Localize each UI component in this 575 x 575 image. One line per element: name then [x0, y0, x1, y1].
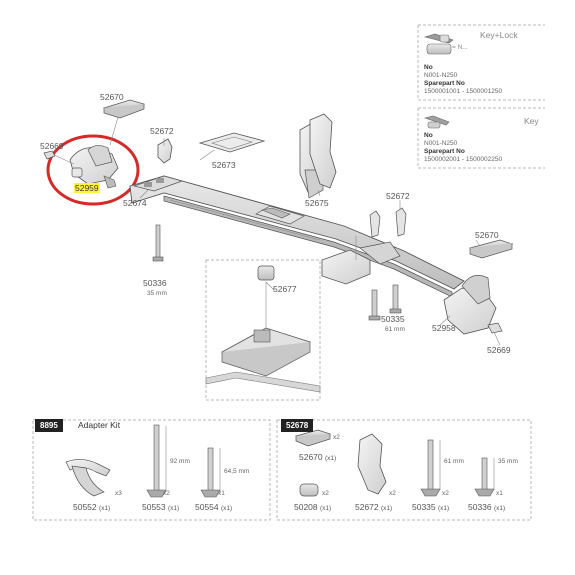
kit-52678-holder-part-qty: (x1): [381, 505, 393, 512]
highlight-circle: [46, 134, 140, 206]
label-52959: 52959: [74, 183, 100, 193]
kit-52678-len-61: 61 mm: [444, 458, 464, 465]
kit-52678-bolt61-number: 50335: [412, 502, 436, 512]
leader-lines: [139, 138, 501, 346]
key-no-label: No: [424, 132, 433, 139]
kit-52678-strap-part-qty: (x1): [325, 455, 337, 462]
kit-52678-strap-part: 52670 (x1): [299, 452, 336, 464]
label-52669-left: 52669: [40, 141, 64, 151]
kit-8895-part-3: 50554 (x1): [195, 502, 232, 514]
label-52670-top: 52670: [100, 92, 124, 102]
kit-8895-len-92: 92 mm: [170, 458, 190, 465]
kit-52678-holder-part: 52672 (x1): [355, 502, 392, 514]
key-lock-no-label: No: [424, 64, 433, 71]
kit-8895-qty-2: x2: [163, 490, 170, 497]
kit-52678-len-35: 35 mm: [498, 458, 518, 465]
holder-52672-drawing: [157, 138, 173, 164]
main-frame-drawing: [129, 121, 465, 298]
kit-8895-qty-1: x3: [115, 490, 122, 497]
key-box: [417, 107, 545, 169]
label-50336: 50336: [143, 278, 167, 288]
key-lock-icon: [423, 33, 454, 55]
kit-52678-bolt35-part: 50336 (x1): [468, 502, 505, 514]
holder-52675-drawing: [309, 113, 337, 189]
kit-8895-len-64: 64,5 mm: [224, 468, 250, 475]
label-52958: 52958: [432, 323, 456, 333]
kit-8895-part-1-number: 50552: [73, 502, 97, 512]
clamp-52958-drawing: [443, 239, 514, 335]
key-lock-equals: = N...: [452, 44, 468, 51]
label-52672-top: 52672: [150, 126, 174, 136]
kit-8895-part-1: 50552 (x1): [73, 502, 110, 514]
bolt-50336-drawing: [152, 224, 164, 262]
kit-52678-holder-number: 52672: [355, 502, 379, 512]
key-lock-no-value: N001-N250: [424, 72, 458, 79]
kit-52678-screw-part-qty: (x1): [320, 505, 332, 512]
key-no-value: N001-N250: [424, 140, 458, 147]
clamp-52959-drawing: [69, 145, 119, 189]
kit-8895-tag: 8895: [35, 419, 63, 432]
label-52670-right: 52670: [475, 230, 499, 240]
key-icon: [423, 115, 450, 129]
label-50335: 50335: [381, 314, 405, 324]
label-52674: 52674: [123, 198, 147, 208]
label-52672-right: 52672: [386, 191, 410, 201]
label-50336-size: 35 mm: [147, 290, 167, 297]
kit-52678-strap-number: 52670: [299, 452, 323, 462]
label-52669-right: 52669: [487, 345, 511, 355]
label-52673: 52673: [212, 160, 236, 170]
holder-52672-right-drawing: [369, 207, 407, 238]
key-title: Key: [524, 116, 539, 126]
key-spare-label: Sparepart No: [424, 148, 465, 155]
kit-52678-box: [276, 419, 532, 521]
kit-8895-part-3-number: 50554: [195, 502, 219, 512]
kit-52678-tag: 52678: [281, 419, 314, 432]
bolts-50335-drawing: [368, 284, 402, 321]
label-52677: 52677: [273, 284, 297, 294]
kit-8895-qty-3: x1: [218, 490, 225, 497]
kit-8895-parts: [65, 424, 221, 498]
kit-8895-part-3-qty: (x1): [221, 505, 233, 512]
kit-52678-holder-qty: x2: [389, 490, 396, 497]
label-50335-size: 61 mm: [385, 326, 405, 333]
strap-52670-drawing: [102, 99, 146, 146]
kit-52678-bolt35-number: 50336: [468, 502, 492, 512]
kit-8895-part-2-qty: (x1): [168, 505, 180, 512]
kit-52678-parts: [294, 429, 495, 497]
kit-8895-title: Adapter Kit: [78, 420, 121, 430]
kit-52678-screw-part: 50208 (x1): [294, 502, 331, 514]
plate-52673-drawing: [198, 132, 266, 153]
kit-52678-strap-qty: x2: [333, 434, 340, 441]
key-lock-spare-label: Sparepart No: [424, 80, 465, 87]
label-52675: 52675: [305, 198, 329, 208]
kit-52678-bolt61-qty: x2: [442, 490, 449, 497]
key-spare-value: 1500002001 - 1500002250: [424, 156, 503, 163]
key-lock-title: Key+Lock: [480, 30, 518, 40]
kit-52678-bolt61-part-qty: (x1): [438, 505, 450, 512]
kit-52678-bolt61-part: 50335 (x1): [412, 502, 449, 514]
kit-52678-screw-qty: x2: [322, 490, 329, 497]
kit-52678-bolt35-qty: x1: [496, 490, 503, 497]
detail-box-52677: [205, 259, 321, 401]
kit-52678-bolt35-part-qty: (x1): [494, 505, 506, 512]
key-lock-box: [417, 24, 545, 101]
kit-52678-screw-number: 50208: [294, 502, 318, 512]
key-lock-spare-value: 1500001001 - 1500001250: [424, 88, 503, 95]
kit-8895-part-1-qty: (x1): [99, 505, 111, 512]
kit-8895-box: [32, 419, 271, 521]
kit-8895-part-2: 50553 (x1): [142, 502, 179, 514]
kit-8895-part-2-number: 50553: [142, 502, 166, 512]
dimension-marks: [165, 426, 495, 492]
label-52959-text: 52959: [74, 183, 100, 193]
